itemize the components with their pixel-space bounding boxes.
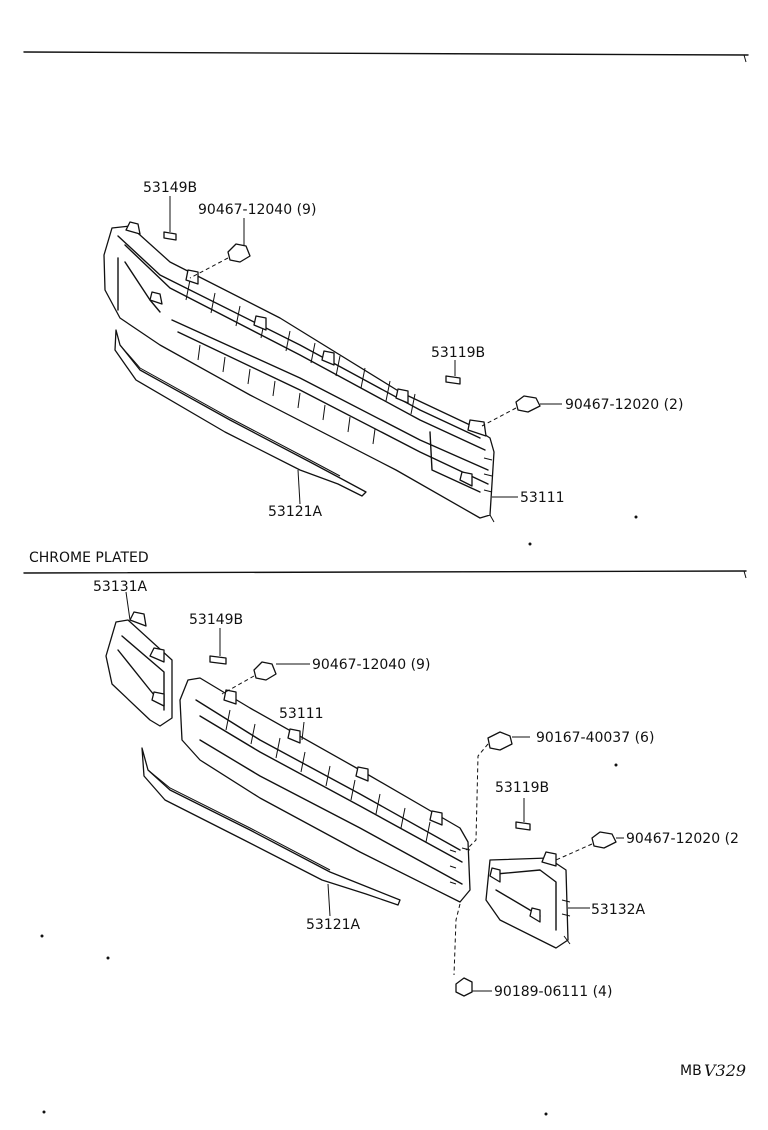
bottom-bolt-90189-06111 <box>455 977 473 997</box>
label-90467-12020-top: 90467-12020 (2) <box>565 397 683 413</box>
label-53121A-top: 53121A <box>268 504 323 520</box>
label-53119B-top: 53119B <box>431 345 485 361</box>
top-part-53149B <box>163 231 177 241</box>
label-53119B-bottom: 53119B <box>495 780 549 796</box>
top-clip-90467-12040 <box>227 243 251 263</box>
label-53131A: 53131A <box>93 579 148 595</box>
label-90467-12040-top: 90467-12040 (9) <box>198 202 316 218</box>
bottom-part-53119B <box>515 821 531 831</box>
label-53111-top: 53111 <box>520 490 565 506</box>
bottom-endcap-53132A <box>485 851 571 949</box>
top-rule-tick <box>743 54 747 63</box>
top-molding-53121A <box>114 329 367 497</box>
bottom-grille-53111 <box>179 677 471 903</box>
label-90167-40037: 90167-40037 (6) <box>536 730 654 746</box>
section-title-chrome-plated: CHROME PLATED <box>29 550 149 566</box>
section-rule <box>23 570 747 574</box>
bottom-screw-90167-40037 <box>487 731 513 751</box>
footer-code-prefix: MB <box>680 1063 702 1079</box>
bottom-part-53149B <box>209 655 227 665</box>
bottom-molding-53121A <box>141 747 401 906</box>
label-53121A-bottom: 53121A <box>306 917 361 933</box>
section-rule-tick <box>743 570 747 579</box>
label-90189-06111: 90189-06111 (4) <box>494 984 612 1000</box>
top-part-53119B <box>445 375 461 385</box>
bottom-clip-90467-12020 <box>591 831 617 849</box>
top-assembly <box>103 196 562 523</box>
label-90467-12020-bottom: 90467-12020 (2 <box>626 831 739 847</box>
footer-code: V329 <box>704 1061 746 1080</box>
label-53111-bottom: 53111 <box>279 706 324 722</box>
label-53149B-bottom: 53149B <box>189 612 243 628</box>
bottom-endcap-53131A <box>105 591 173 727</box>
label-53132A: 53132A <box>591 902 646 918</box>
top-grille-53111 <box>103 221 495 523</box>
label-53149B-top: 53149B <box>143 180 197 196</box>
top-rule <box>23 51 749 56</box>
top-clip-90467-12020 <box>515 395 541 413</box>
bottom-assembly <box>40 515 638 1116</box>
bottom-clip-90467-12040 <box>253 661 277 681</box>
label-90467-12040-bottom: 90467-12040 (9) <box>312 657 430 673</box>
